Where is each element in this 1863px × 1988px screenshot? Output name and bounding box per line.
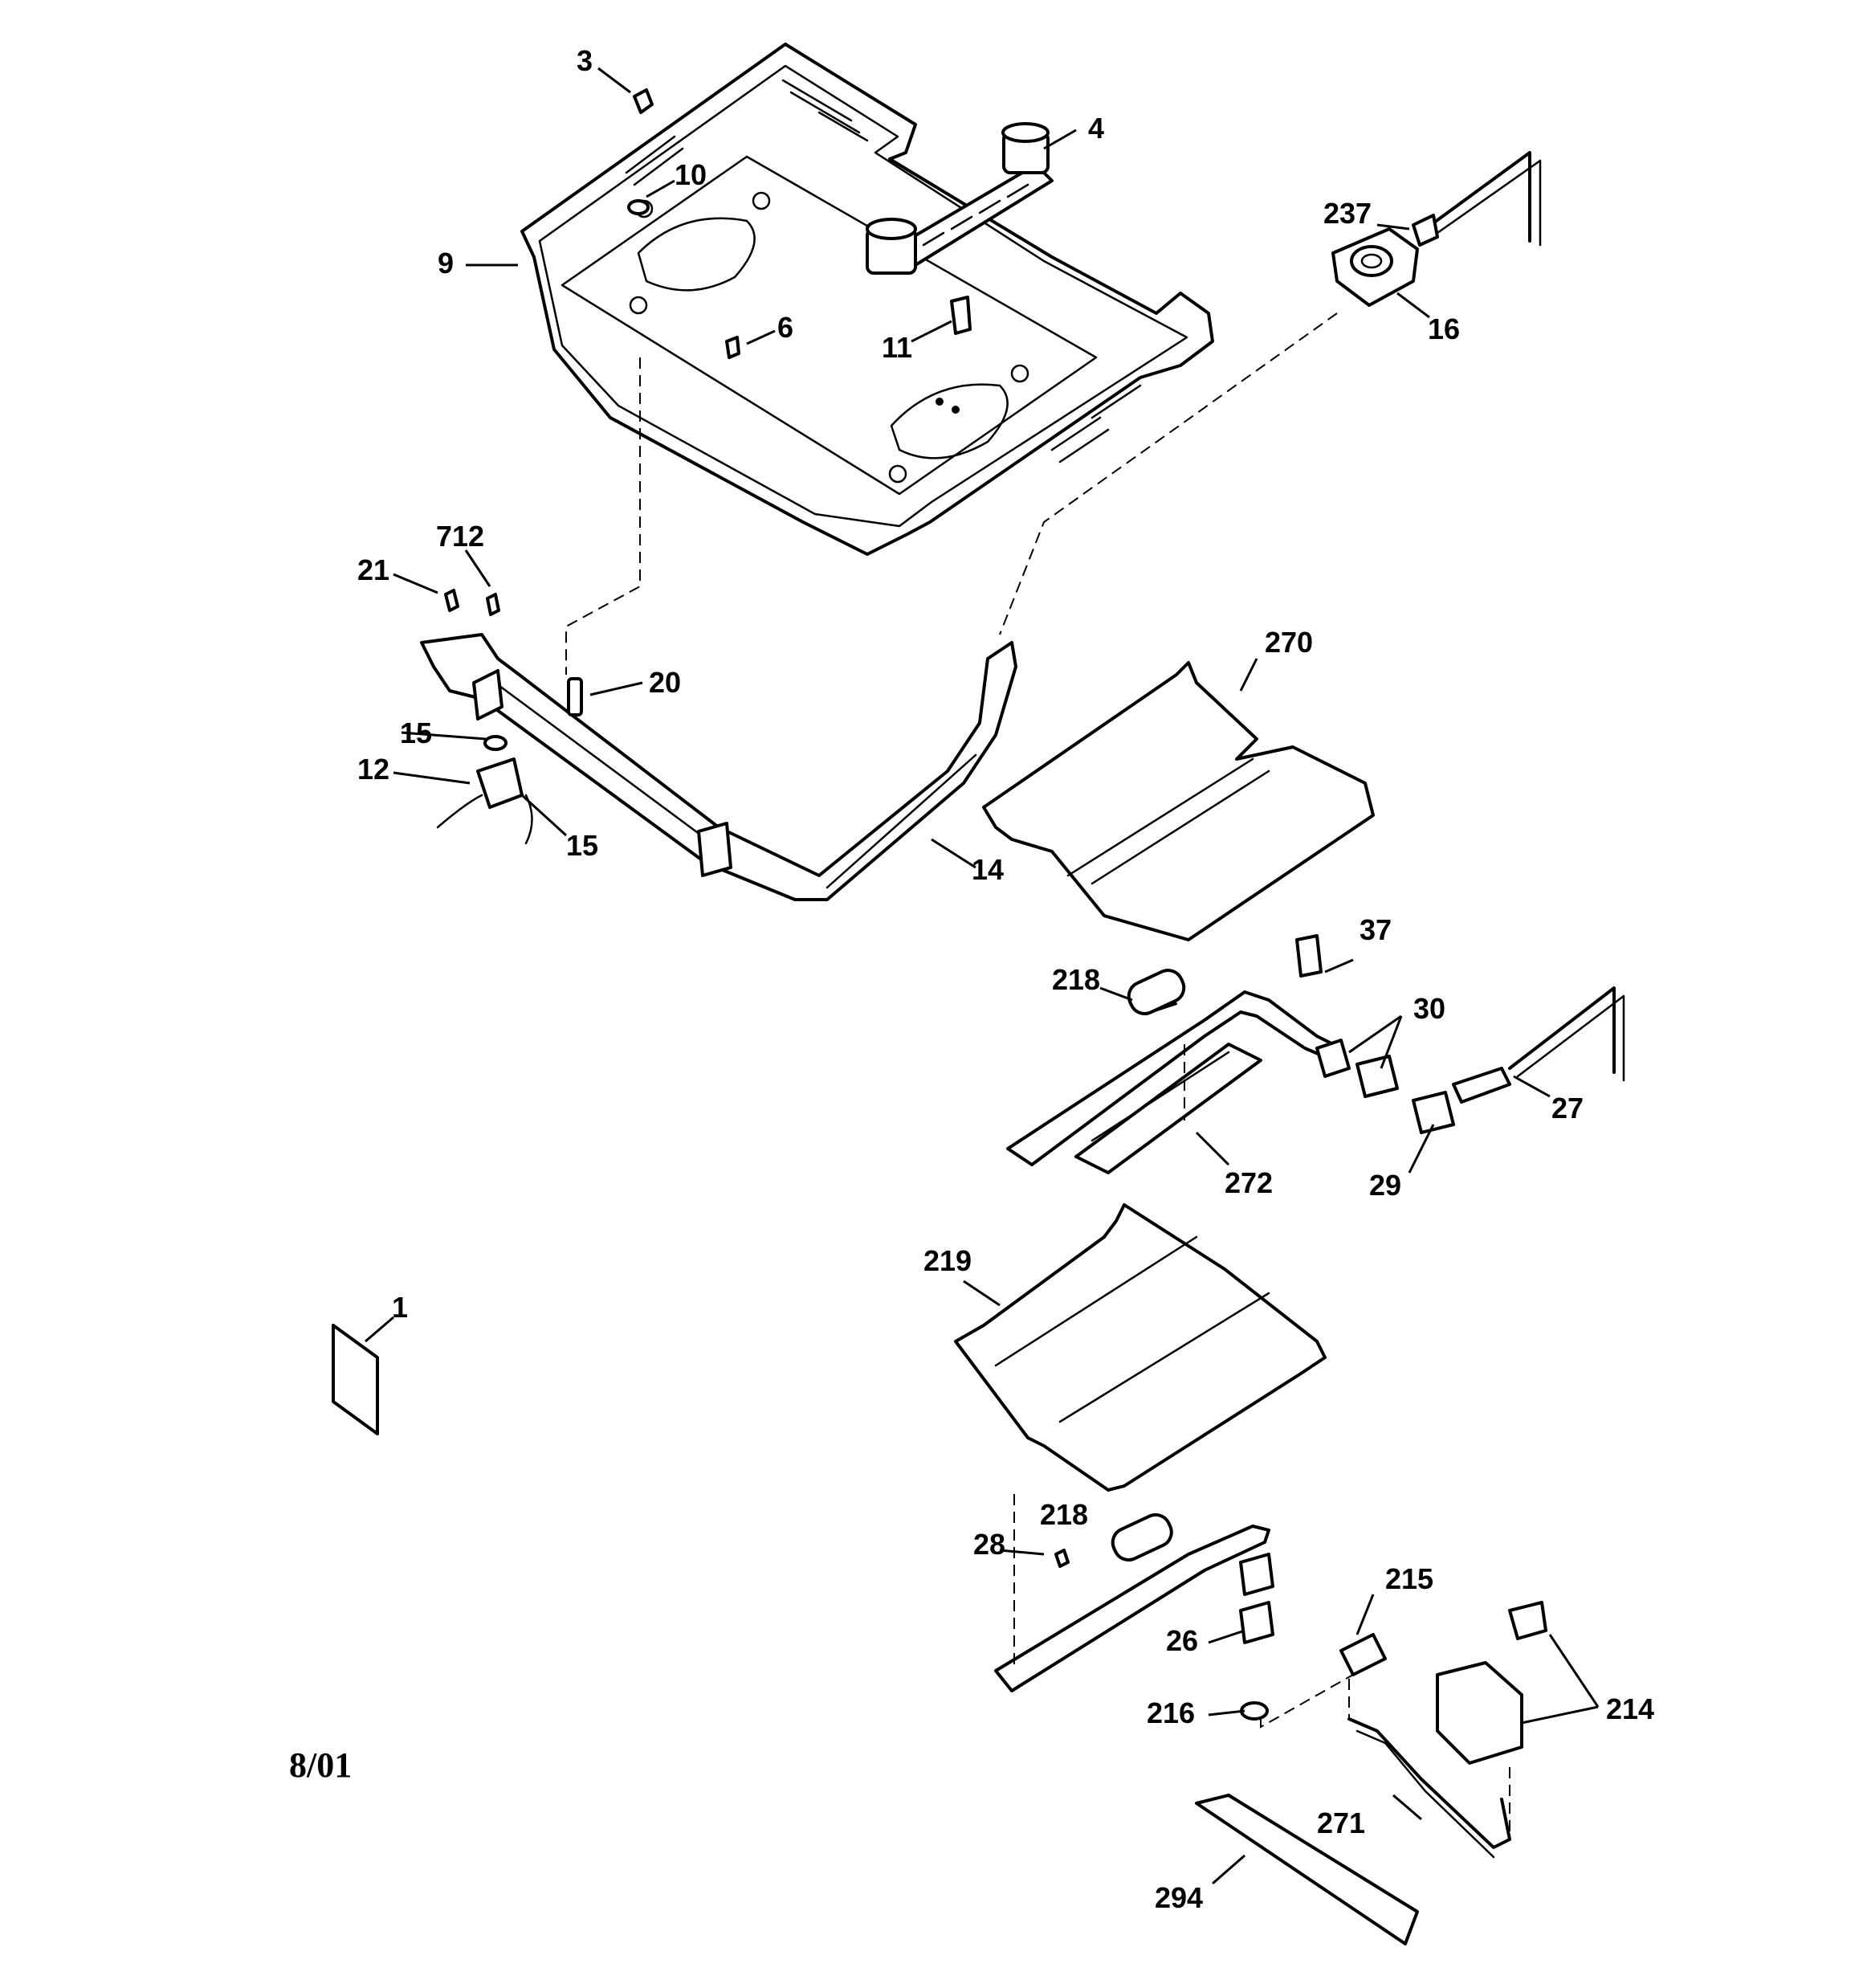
shield-219: [954, 1203, 1327, 1492]
callout-10: 10: [675, 158, 707, 191]
callout-21: 21: [357, 553, 389, 586]
gas-pipe-27: [1508, 986, 1625, 1082]
callout-271: 271: [1317, 1806, 1365, 1839]
callout-215: 215: [1385, 1562, 1433, 1595]
callout-272: 272: [1225, 1166, 1273, 1199]
callout-20: 20: [649, 666, 681, 699]
valve-29: [1412, 1067, 1511, 1134]
pressure-regulator: [1331, 227, 1419, 307]
manifold-pipe: [420, 633, 1017, 901]
screw-6: [725, 336, 740, 359]
burner-tube-218-lower: [1111, 1512, 1173, 1561]
burner-baffle-272: [1074, 1043, 1262, 1174]
callout-14: 14: [972, 853, 1004, 886]
literature-1: [332, 1324, 379, 1435]
callout-219: 219: [923, 1244, 972, 1277]
clip-28: [1054, 1549, 1070, 1568]
burner-box-pan: [520, 43, 1214, 556]
callout-712: 712: [436, 520, 484, 553]
callout-3: 3: [577, 44, 593, 77]
callout-27: 27: [1551, 1092, 1584, 1125]
burner-fittings-26: [1239, 1553, 1274, 1644]
washer-10: [627, 199, 650, 215]
bake-burner-lower: [994, 1525, 1270, 1692]
callout-15-lower: 15: [566, 829, 598, 862]
callout-37: 37: [1360, 913, 1392, 946]
callout-29: 29: [1369, 1169, 1401, 1202]
washer-15: [483, 735, 508, 751]
leader-lines: [365, 67, 1600, 1885]
callout-9: 9: [438, 247, 454, 280]
bracket-37: [1295, 934, 1323, 978]
callout-216: 216: [1147, 1696, 1195, 1729]
callout-6: 6: [777, 311, 793, 344]
screw-712: [486, 593, 500, 616]
callout-30: 30: [1413, 992, 1445, 1025]
callout-26: 26: [1166, 1624, 1198, 1657]
callout-15-upper: 15: [400, 716, 432, 749]
callout-labels: 3 4 10 9 237 16 6 11 712 21 20 270 15 12…: [357, 44, 1654, 1914]
assembly-lines: [565, 312, 1510, 1839]
callout-11: 11: [882, 331, 912, 364]
spark-module-214: [1436, 1601, 1547, 1765]
date-code: 8/01: [289, 1745, 352, 1785]
callout-28: 28: [973, 1528, 1005, 1561]
burner-igniters: [866, 122, 1054, 275]
burner-tube-218-upper: [1127, 969, 1186, 1015]
broil-burner-upper: [1006, 978, 1343, 1166]
heat-shield-294: [1195, 1794, 1419, 1945]
gas-tube-271: [1347, 1717, 1511, 1859]
shield-270: [982, 661, 1375, 941]
callout-218-upper: 218: [1052, 963, 1100, 996]
callout-12: 12: [357, 753, 389, 786]
callout-16: 16: [1428, 312, 1460, 345]
valve-12: [436, 757, 533, 845]
callout-4: 4: [1088, 112, 1104, 145]
callout-270: 270: [1265, 626, 1313, 659]
screw-21: [444, 589, 459, 612]
orifice-11: [950, 296, 972, 335]
gas-pipe-237: [1412, 151, 1542, 247]
orifice-20: [567, 677, 583, 716]
burner-fittings-30: [1315, 1039, 1399, 1098]
fastener-3: [633, 88, 654, 114]
callout-214: 214: [1606, 1692, 1654, 1725]
callout-237: 237: [1323, 197, 1372, 230]
callout-294: 294: [1155, 1881, 1203, 1914]
nut-216: [1240, 1701, 1269, 1721]
callout-218-lower: 218: [1040, 1498, 1088, 1531]
callout-1: 1: [392, 1291, 408, 1324]
bracket-215: [1339, 1633, 1387, 1676]
